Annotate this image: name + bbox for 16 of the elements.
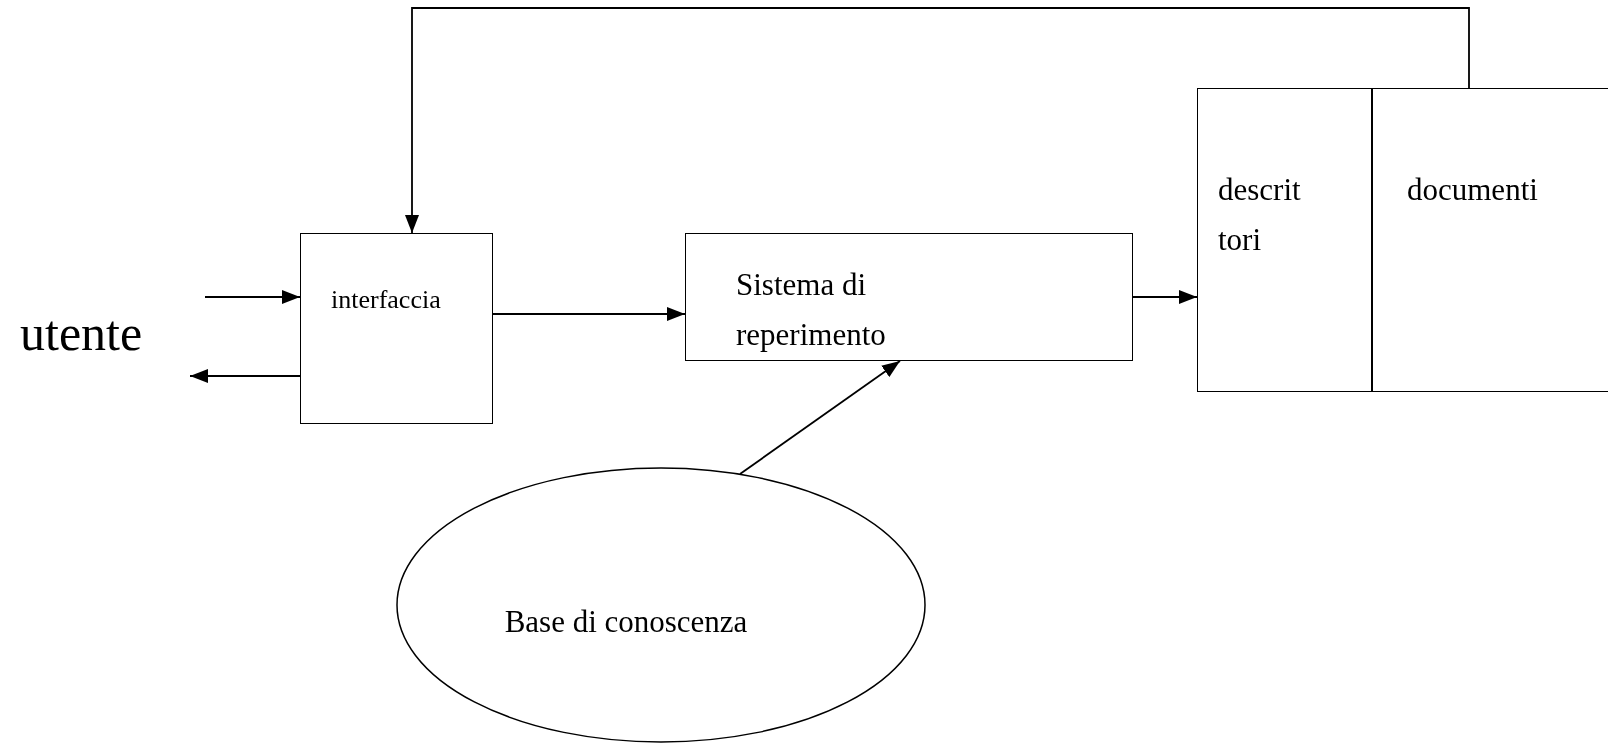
process-box bbox=[685, 233, 1133, 361]
actor-label: utente bbox=[20, 308, 143, 358]
arrow bbox=[739, 360, 901, 475]
node-label: interfaccia bbox=[331, 284, 442, 316]
arrow bbox=[1132, 290, 1198, 304]
node-label: Sistema di reperimento bbox=[736, 266, 887, 354]
node-label: documenti bbox=[1407, 171, 1539, 209]
storage-box bbox=[1372, 88, 1608, 392]
arrow bbox=[189, 369, 301, 383]
arrow bbox=[405, 7, 1470, 234]
process-box bbox=[300, 233, 493, 424]
arrow bbox=[204, 290, 301, 304]
arrow bbox=[492, 307, 686, 321]
node-label: Base di conoscenza bbox=[504, 602, 748, 641]
storage-box bbox=[1197, 88, 1372, 392]
node-label: descrit tori bbox=[1218, 171, 1302, 259]
